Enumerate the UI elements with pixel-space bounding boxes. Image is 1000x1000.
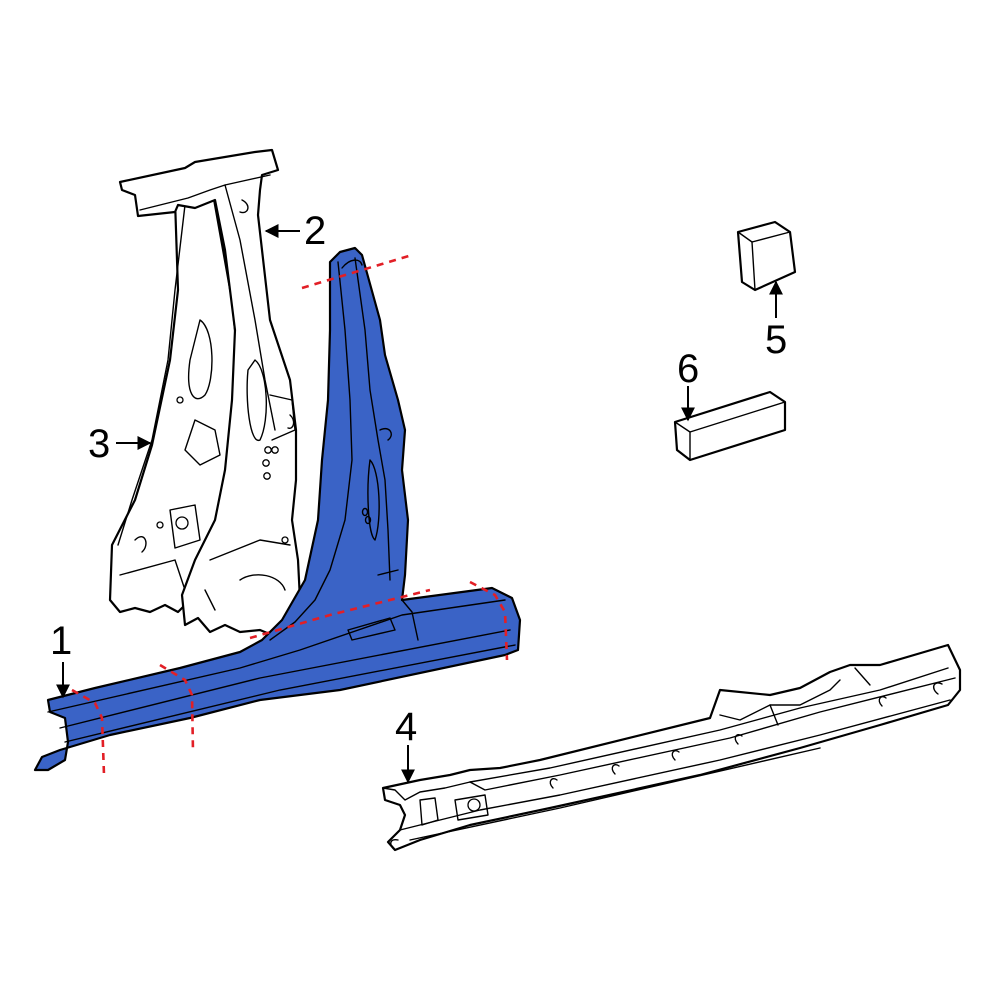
callout-leaders	[56, 224, 783, 784]
cut-line	[159, 663, 195, 753]
part-3-inner-pillar[interactable]	[108, 186, 247, 614]
cut-line	[301, 253, 413, 290]
part-4-inner-rocker[interactable]	[381, 643, 962, 852]
callout-numbers: 1 2 3 4 5 6	[50, 209, 787, 749]
callout-5[interactable]: 5	[765, 318, 787, 362]
cut-line	[71, 688, 106, 776]
cut-lines	[71, 253, 509, 776]
callout-6[interactable]: 6	[677, 347, 699, 391]
callout-2[interactable]: 2	[304, 209, 326, 253]
cut-line	[249, 588, 431, 640]
part-6-block[interactable]	[673, 390, 787, 462]
callout-1[interactable]: 1	[50, 619, 72, 663]
cut-line	[469, 580, 509, 661]
callout-3[interactable]: 3	[88, 422, 110, 466]
part-5-block[interactable]	[736, 220, 797, 292]
part-1-outer-pillar-rocker[interactable]	[33, 246, 522, 772]
part-2-pillar-reinforcement[interactable]	[118, 148, 302, 637]
callout-4[interactable]: 4	[395, 705, 417, 749]
